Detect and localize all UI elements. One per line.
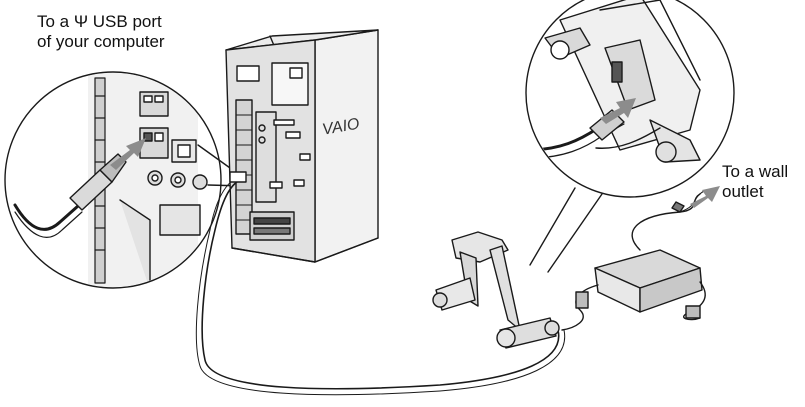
- cradle-callout-leader: [530, 188, 602, 272]
- cradle-stand: [433, 232, 559, 348]
- ac-adapter: [562, 190, 706, 330]
- desktop-computer: VAIO: [226, 30, 378, 262]
- wall-outlet-arrow: [690, 186, 720, 208]
- usb-port-zoom-callout: [5, 72, 221, 290]
- cradle-port-zoom-callout: [526, 0, 734, 197]
